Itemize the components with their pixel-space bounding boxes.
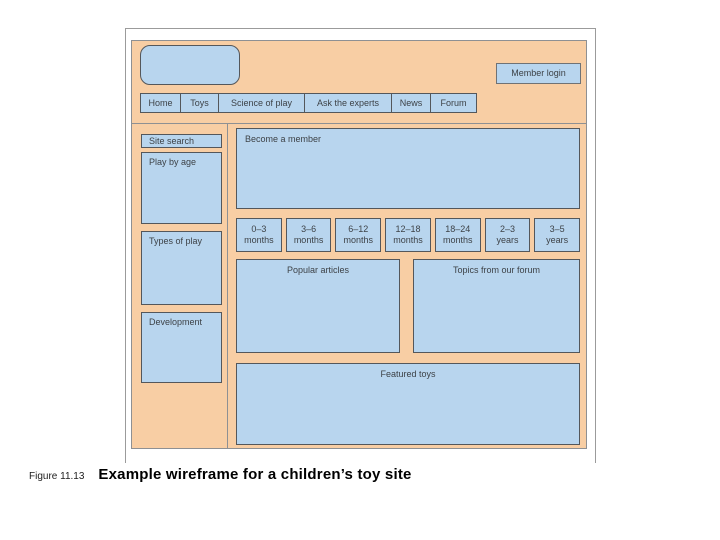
age-button-label: months <box>442 235 473 245</box>
age-button-label: months <box>343 235 374 245</box>
figure-caption: Example wireframe for a children’s toy s… <box>98 466 412 483</box>
sidebar-box-types-of-play: Types of play <box>141 231 222 305</box>
featured-toys-box: Featured toys <box>236 363 580 445</box>
age-button-6-12-months: 6–12 months <box>335 218 382 252</box>
figure-caption-row: Figure 11.13 Example wireframe for a chi… <box>29 466 412 483</box>
age-button-label: years <box>496 235 519 245</box>
age-button-label: 3–6 <box>301 224 317 234</box>
logo-placeholder <box>140 45 240 85</box>
nav-item-toys: Toys <box>181 93 219 113</box>
age-button-label: months <box>244 235 274 245</box>
age-button-label: 2–3 <box>499 224 515 234</box>
member-login-button: Member login <box>496 63 581 84</box>
nav-item-forum: Forum <box>431 93 477 113</box>
age-button-label: months <box>393 235 423 245</box>
age-button-label: 12–18 <box>395 224 421 234</box>
nav-bar: Home Toys Science of play Ask the expert… <box>140 93 477 113</box>
age-button-0-3-months: 0–3 months <box>236 218 282 252</box>
age-button-3-6-months: 3–6 months <box>285 218 332 252</box>
age-button-label: 18–24 <box>445 224 471 234</box>
header-divider <box>132 123 586 124</box>
age-button-label: years <box>546 235 569 245</box>
age-button-label: 3–5 <box>549 224 565 234</box>
figure-label: Figure 11.13 <box>29 471 85 482</box>
sidebar-box-development: Development <box>141 312 222 383</box>
age-button-3-5-years: 3–5 years <box>534 218 581 252</box>
nav-item-home: Home <box>140 93 181 113</box>
figure-frame <box>125 28 596 463</box>
sidebar-box-site-search: Site search <box>141 134 222 148</box>
age-button-label: months <box>293 235 324 245</box>
nav-item-news: News <box>392 93 431 113</box>
age-button-18-24-months: 18–24 months <box>434 218 481 252</box>
age-button-label: 0–3 <box>251 224 267 234</box>
topics-from-our-forum-box: Topics from our forum <box>413 259 580 353</box>
sidebar-box-play-by-age: Play by age <box>141 152 222 224</box>
nav-item-science-of-play: Science of play <box>219 93 305 113</box>
wireframe-panel: Member login Home Toys Science of play A… <box>131 40 587 449</box>
age-button-2-3-years: 2–3 years <box>484 218 531 252</box>
nav-item-ask-the-experts: Ask the experts <box>305 93 392 113</box>
become-a-member-box: Become a member <box>236 128 580 209</box>
age-button-row: 0–3 months 3–6 months 6–12 months 12–18 … <box>236 218 581 252</box>
sidebar-divider <box>227 123 228 448</box>
member-login-label: Member login <box>511 68 566 78</box>
age-button-12-18-months: 12–18 months <box>385 218 431 252</box>
age-button-label: 6–12 <box>348 224 369 234</box>
popular-articles-box: Popular articles <box>236 259 400 353</box>
